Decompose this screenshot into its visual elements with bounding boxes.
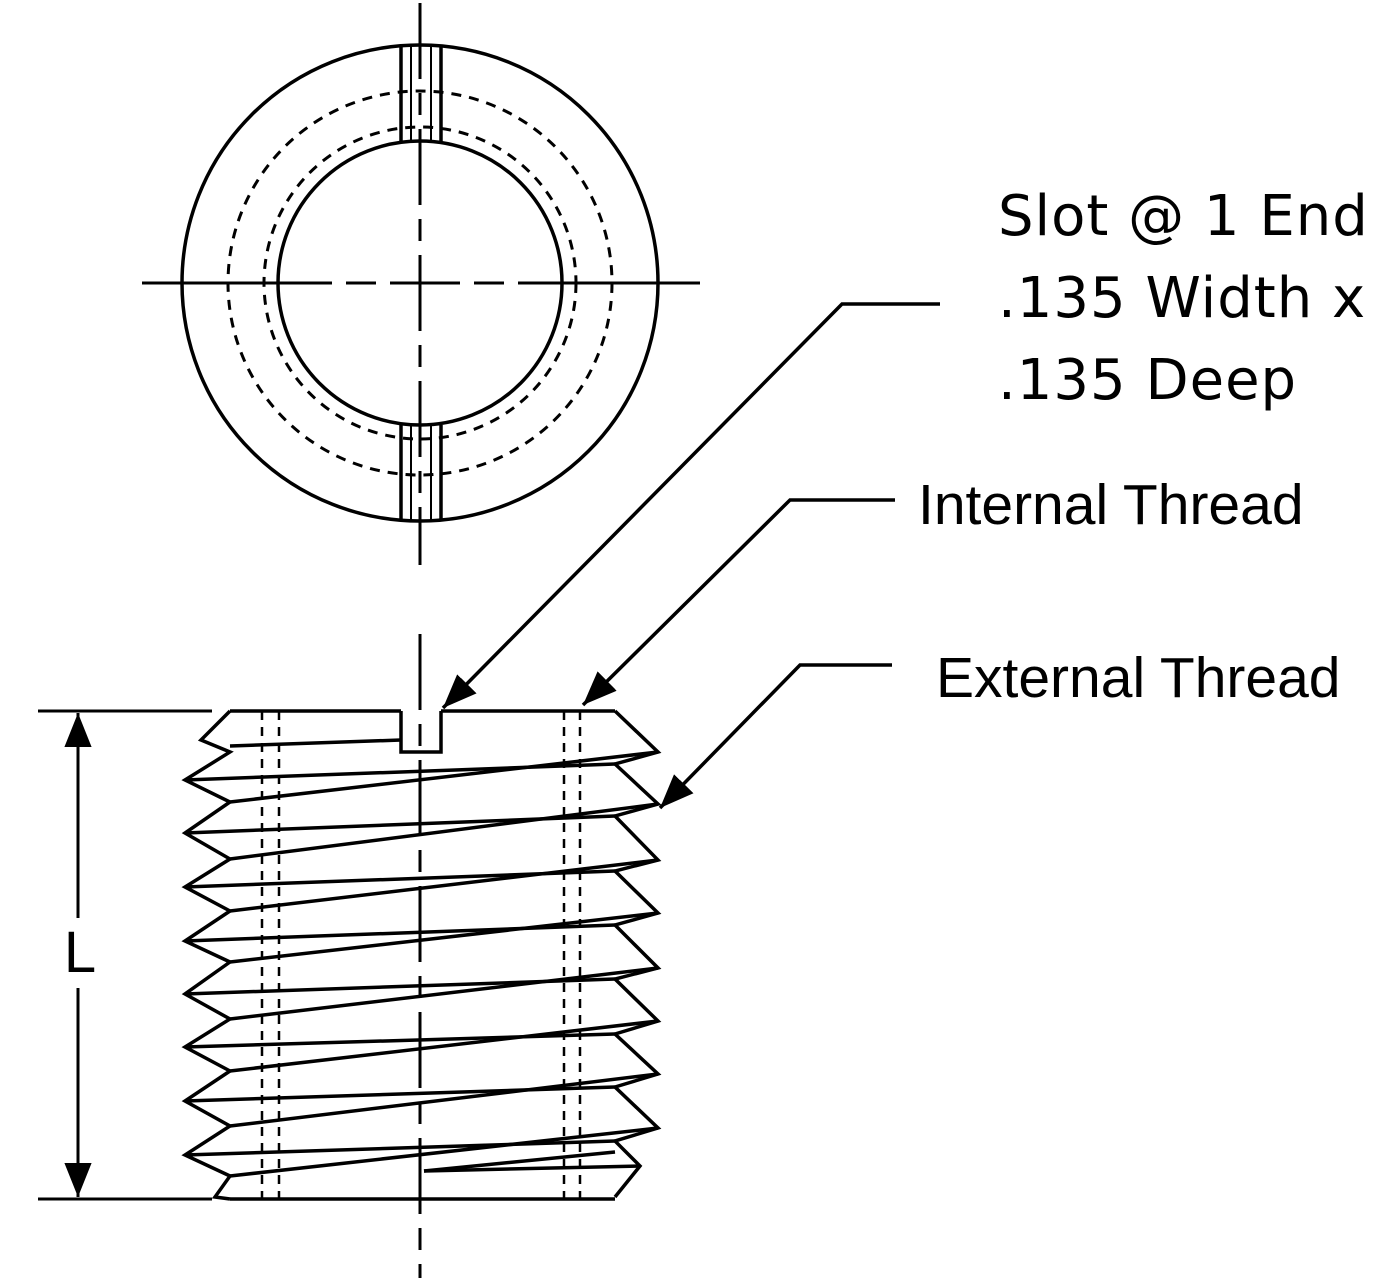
slot-leader (441, 302, 940, 710)
internal-thread-label: Internal Thread (918, 473, 1304, 537)
external-thread-outline-right (611, 709, 662, 1199)
slot-note-line-1: Slot @ 1 End (998, 184, 1369, 249)
external-thread-label: External Thread (936, 646, 1341, 710)
length-dimension (38, 709, 212, 1201)
slot-bottom (399, 425, 443, 521)
length-dimension-label: L (63, 920, 97, 985)
slot-callout-note: Slot @ 1 End .135 Width x .135 Deep (998, 176, 1369, 422)
thread-crests (184, 738, 659, 1178)
hidden-internal-thread (260, 711, 582, 1199)
slot-note-line-2: .135 Width x (998, 266, 1367, 331)
side-view (181, 634, 662, 1278)
slot-top (399, 45, 443, 141)
leaders (441, 302, 940, 810)
external-thread-outline-left (181, 709, 234, 1201)
slot-note-line-3: .135 Deep (998, 348, 1298, 413)
centerlines-end-view (142, 3, 700, 565)
external-thread-leader (658, 663, 892, 810)
slot-side (399, 711, 443, 754)
internal-thread-leader (581, 498, 895, 707)
end-view (142, 3, 700, 565)
